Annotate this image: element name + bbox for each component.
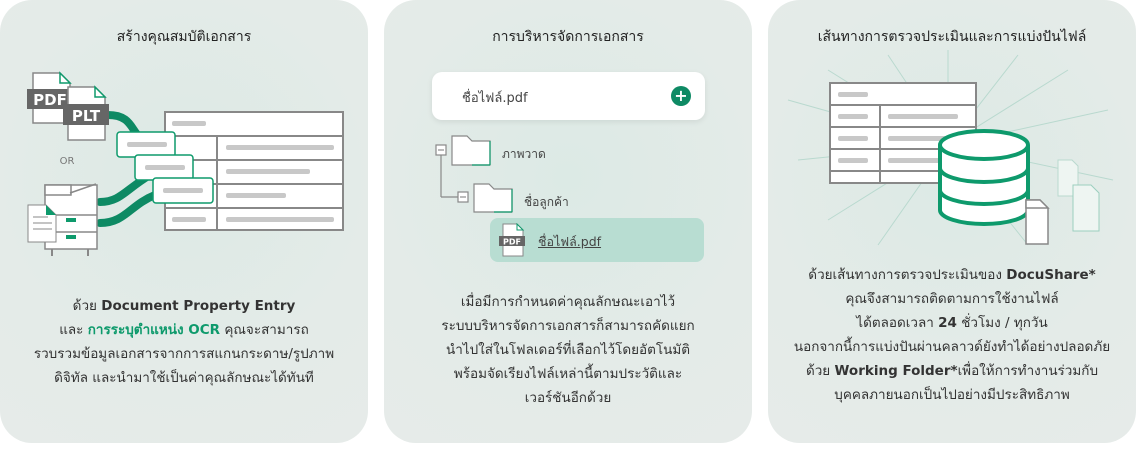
database-sharing-illustration bbox=[787, 50, 1114, 246]
pdf-label: PDF bbox=[33, 91, 67, 109]
file-name-value: ชื่อไฟล์.pdf bbox=[462, 91, 528, 106]
folder-icon bbox=[473, 183, 513, 213]
folder-tree-illustration bbox=[435, 135, 513, 213]
ocr-property-illustration: PDF PLT OR bbox=[27, 71, 344, 256]
card-description: ด้วย Document Property Entry และ การระบุ… bbox=[33, 298, 335, 386]
folder-icon bbox=[451, 135, 491, 166]
card-title: สร้างคุณสมบัติเอกสาร bbox=[116, 29, 252, 45]
selected-file-row[interactable]: PDF ชื่อไฟล์.pdf bbox=[490, 218, 704, 262]
card-audit-sharing: เส้นทางการตรวจประเมินและการแบ่งปันไฟล์ ด… bbox=[768, 0, 1136, 443]
card-title: เส้นทางการตรวจประเมินและการแบ่งปันไฟล์ bbox=[817, 29, 1087, 45]
plus-circle-icon[interactable]: + bbox=[671, 86, 691, 106]
or-label: OR bbox=[60, 156, 75, 167]
plt-label: PLT bbox=[72, 107, 101, 125]
card-title: การบริหารจัดการเอกสาร bbox=[492, 29, 644, 45]
card-description: ด้วยเส้นทางการตรวจประเมินของ DocuShare* … bbox=[793, 267, 1111, 403]
ocr-highlight: การระบุตำแหน่ง OCR bbox=[87, 322, 221, 338]
folder-label-drawings[interactable]: ภาพวาด bbox=[502, 147, 546, 161]
file-name-field[interactable]: ชื่อไฟล์.pdf + bbox=[432, 72, 705, 120]
svg-text:PDF: PDF bbox=[503, 238, 521, 247]
card-description: เมื่อมีการกำหนดค่าคุณลักษณะเอาไว้ ระบบบร… bbox=[441, 294, 695, 406]
folder-label-customer[interactable]: ชื่อลูกค้า bbox=[524, 195, 569, 209]
selected-file-name[interactable]: ชื่อไฟล์.pdf bbox=[538, 234, 602, 249]
pdf-file-icon: PDF bbox=[499, 223, 525, 257]
card-document-properties: สร้างคุณสมบัติเอกสาร PDF PLT OR bbox=[0, 0, 368, 443]
